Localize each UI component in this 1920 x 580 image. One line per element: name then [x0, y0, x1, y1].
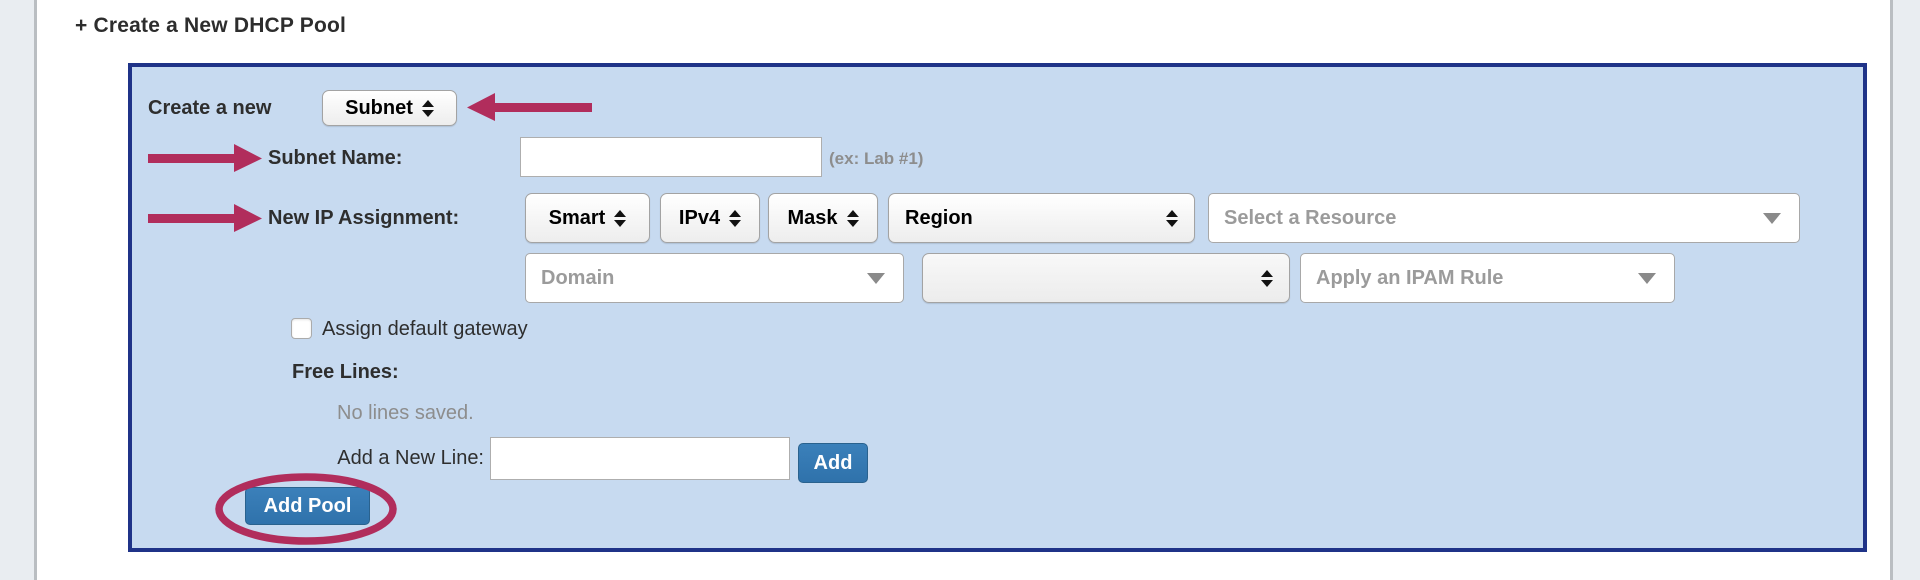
domain-placeholder: Domain	[541, 266, 615, 289]
left-gutter	[0, 0, 37, 580]
right-gutter	[1890, 0, 1920, 580]
mask-select[interactable]: Mask	[768, 193, 878, 243]
secondary-select[interactable]	[922, 253, 1290, 303]
mask-selected-value: Mask	[787, 206, 838, 229]
subnet-name-label: Subnet Name:	[268, 147, 403, 169]
smart-select[interactable]: Smart	[525, 193, 650, 243]
updown-arrows-icon	[1166, 209, 1178, 227]
ip-assignment-arrow-icon	[148, 204, 262, 232]
subnet-name-hint: (ex: Lab #1)	[829, 149, 924, 168]
updown-arrows-icon	[846, 209, 859, 227]
create-type-select[interactable]: Subnet	[322, 90, 457, 126]
updown-arrows-icon	[614, 209, 627, 227]
region-select[interactable]: Region	[888, 193, 1195, 243]
subnet-name-arrow-icon	[148, 144, 262, 172]
region-selected-value: Region	[905, 206, 973, 229]
ip-assignment-label: New IP Assignment:	[268, 207, 460, 229]
create-type-arrow-icon	[467, 93, 592, 121]
resource-select[interactable]: Select a Resource	[1208, 193, 1800, 243]
updown-arrows-icon	[421, 99, 434, 117]
caret-down-icon	[1638, 272, 1656, 284]
ip-version-selected-value: IPv4	[678, 206, 721, 229]
add-line-button[interactable]: Add	[798, 443, 868, 483]
domain-select[interactable]: Domain	[525, 253, 904, 303]
gateway-label[interactable]: Assign default gateway	[322, 318, 528, 340]
subnet-name-input[interactable]	[520, 137, 822, 177]
free-lines-label: Free Lines:	[292, 361, 399, 383]
ipam-rule-placeholder: Apply an IPAM Rule	[1316, 266, 1504, 289]
updown-arrows-icon	[1261, 269, 1273, 287]
ip-version-select[interactable]: IPv4	[660, 193, 760, 243]
gateway-checkbox[interactable]	[291, 318, 312, 339]
add-pool-button[interactable]: Add Pool	[245, 487, 370, 525]
caret-down-icon	[1763, 212, 1781, 224]
add-line-input[interactable]	[490, 437, 790, 480]
caret-down-icon	[867, 272, 885, 284]
ipam-rule-select[interactable]: Apply an IPAM Rule	[1300, 253, 1675, 303]
create-type-selected-value: Subnet	[345, 96, 413, 119]
updown-arrows-icon	[729, 209, 742, 227]
create-a-new-label: Create a new	[148, 97, 272, 119]
smart-selected-value: Smart	[548, 206, 606, 229]
free-lines-status: No lines saved.	[337, 402, 474, 424]
add-line-label: Add a New Line:	[337, 447, 484, 469]
dhcp-pool-panel: Create a new Subnet Subnet Name: (ex: La…	[128, 63, 1867, 552]
resource-placeholder: Select a Resource	[1224, 206, 1397, 229]
page-title: + Create a New DHCP Pool	[75, 14, 347, 37]
